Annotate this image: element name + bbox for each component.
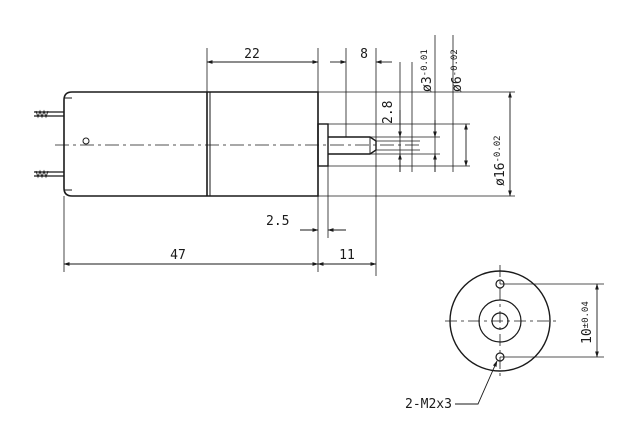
label-47: 47 — [170, 248, 186, 263]
motor-shaft — [328, 136, 377, 155]
label-22: 22 — [244, 47, 260, 62]
label-phi6: ø6-0.02 — [450, 49, 465, 92]
label-11: 11 — [339, 248, 355, 263]
label-phi16: ø16-0.02 — [493, 135, 508, 186]
label-2-m2x3: 2-M2x3 — [405, 397, 452, 412]
label-phi3: ø3-0.01 — [420, 49, 435, 92]
terminals — [34, 109, 64, 179]
front-view — [445, 265, 604, 405]
label-2-8: 2.8 — [381, 101, 396, 124]
side-hole-mark — [82, 137, 90, 145]
extension-lines — [63, 35, 515, 276]
label-8: 8 — [360, 47, 368, 62]
leader-2-m2x3 — [455, 360, 498, 405]
label-2-5: 2.5 — [266, 214, 289, 229]
label-10: 10±0.04 — [580, 301, 595, 344]
motor-body — [63, 91, 319, 197]
